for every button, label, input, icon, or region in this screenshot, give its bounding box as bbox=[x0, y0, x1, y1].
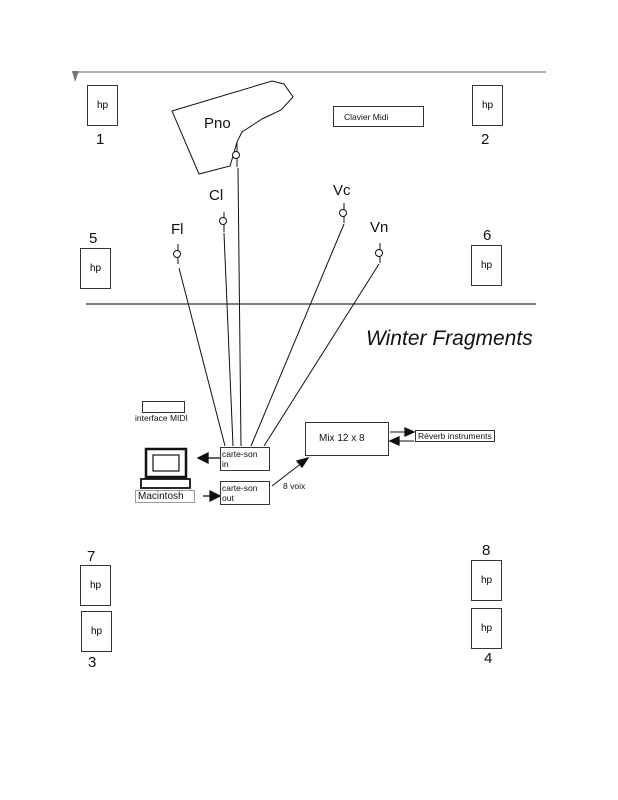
microphone-cello bbox=[339, 203, 347, 223]
arrow-out-to-mix bbox=[271, 461, 304, 487]
speaker-number-2: 2 bbox=[481, 131, 490, 148]
interface-midi-box bbox=[142, 401, 185, 413]
speaker-number-5: 5 bbox=[89, 230, 98, 247]
speaker-label: hp bbox=[480, 575, 493, 586]
soundcard-in-label-line2: in bbox=[222, 459, 229, 469]
macintosh-icon bbox=[140, 447, 191, 489]
speaker-label: hp bbox=[480, 623, 493, 634]
piano-outline bbox=[171, 80, 294, 175]
arrowhead-in-to-mac bbox=[196, 451, 209, 465]
speaker-number-6: 6 bbox=[483, 227, 492, 244]
clavier-midi-box: Clavier Midi bbox=[333, 106, 424, 127]
speaker-label: hp bbox=[96, 100, 109, 111]
diagram-title: Winter Fragments bbox=[366, 327, 533, 350]
instrument-piano-label: Pno bbox=[204, 115, 231, 132]
reverb-box: Réverb instruments bbox=[415, 430, 495, 442]
cable-flute bbox=[178, 267, 226, 447]
speaker-7: hp bbox=[80, 565, 111, 606]
arrowhead-out-to-mix bbox=[295, 456, 310, 469]
interface-midi-label: interface MIDI bbox=[135, 413, 188, 423]
microphone-violin bbox=[375, 243, 383, 263]
clavier-midi-label: Clavier Midi bbox=[344, 112, 389, 122]
speaker-label: hp bbox=[89, 263, 102, 274]
arrowhead-mac-to-out bbox=[209, 489, 222, 503]
speaker-number-8: 8 bbox=[482, 542, 491, 559]
speaker-label: hp bbox=[481, 100, 494, 111]
cable-violin bbox=[263, 263, 380, 447]
speaker-number-3: 3 bbox=[88, 654, 97, 671]
mixer-label: Mix 12 x 8 bbox=[319, 433, 365, 444]
microphone-flute bbox=[173, 244, 181, 264]
speaker-number-7: 7 bbox=[87, 548, 96, 565]
speaker-3: hp bbox=[81, 611, 112, 652]
cable-piano bbox=[237, 167, 242, 447]
soundcard-in-label-line1: carte-son bbox=[222, 449, 258, 459]
instrument-cello-label: Vc bbox=[333, 182, 351, 199]
speaker-label: hp bbox=[90, 626, 103, 637]
speaker-label: hp bbox=[89, 580, 102, 591]
cable-cello bbox=[250, 223, 345, 447]
speaker-5: hp bbox=[80, 248, 111, 289]
speaker-number-4: 4 bbox=[484, 650, 493, 667]
soundcard-out-label-line1: carte-son bbox=[222, 483, 258, 493]
instrument-flute-label: Fl bbox=[171, 221, 184, 238]
voices-label: 8 voix bbox=[283, 481, 306, 491]
mixer-box: Mix 12 x 8 bbox=[305, 422, 389, 456]
speaker-number-1: 1 bbox=[96, 131, 105, 148]
microphone-clarinet bbox=[219, 212, 227, 232]
speaker-2: hp bbox=[472, 85, 503, 126]
soundcard-in-box: carte-son in bbox=[220, 447, 270, 471]
speaker-6: hp bbox=[471, 245, 502, 286]
arrowhead-reverb-to-mix bbox=[388, 435, 400, 447]
arrowhead-mix-to-reverb bbox=[404, 426, 416, 438]
microphone-piano bbox=[232, 143, 240, 167]
corner-triangle bbox=[72, 71, 79, 82]
speaker-1: hp bbox=[87, 85, 118, 126]
speaker-8: hp bbox=[471, 560, 502, 601]
soundcard-out-box: carte-son out bbox=[220, 481, 270, 505]
speaker-4: hp bbox=[471, 608, 502, 649]
instrument-clarinet-label: Cl bbox=[209, 187, 224, 204]
instrument-violin-label: Vn bbox=[370, 219, 389, 236]
soundcard-out-label-line2: out bbox=[222, 493, 234, 503]
macintosh-label-box: Macintosh bbox=[135, 490, 195, 503]
macintosh-label: Macintosh bbox=[138, 491, 184, 502]
reverb-label: Réverb instruments bbox=[418, 431, 492, 441]
speaker-label: hp bbox=[480, 260, 493, 271]
cable-clarinet bbox=[223, 232, 234, 447]
